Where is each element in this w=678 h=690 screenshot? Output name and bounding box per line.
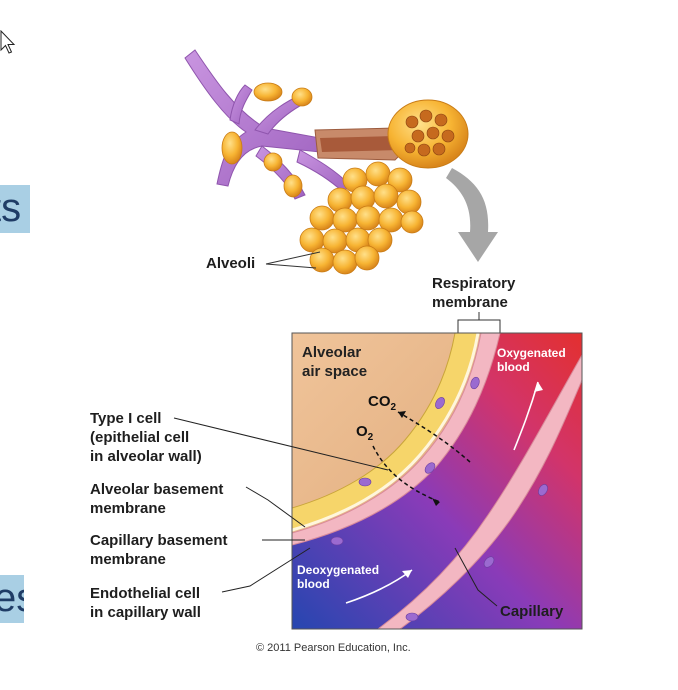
gas-exchange-arrows <box>372 411 471 503</box>
respiratory-membrane-label: Respiratory membrane <box>432 275 516 311</box>
capillary-label: Capillary <box>500 603 564 620</box>
o2-label: O2 <box>356 423 374 443</box>
oxygenated-blood-label: Oxygenated blood <box>497 346 566 374</box>
slide-text-fragment-top: ts <box>0 185 30 233</box>
respiratory-membrane-bracket <box>457 312 501 334</box>
endothelial-cell-label: Endothelial cell in capillary wall <box>90 585 201 621</box>
alveolar-basement-membrane-label: Alveolar basement membrane <box>90 481 224 517</box>
alveolar-air-space-label: Alveolar air space <box>302 344 368 380</box>
zoom-arrow-icon <box>446 168 498 262</box>
alveoli-leaders <box>265 251 321 269</box>
slide-text-fragment-bottom: es <box>0 575 24 623</box>
copyright-notice: © 2011 Pearson Education, Inc. <box>256 642 411 654</box>
label-leaders <box>173 417 498 607</box>
deoxygenated-blood-label: Deoxygenated blood <box>297 563 380 591</box>
co2-label: CO2 <box>368 393 397 413</box>
cursor-icon <box>0 30 16 54</box>
alveolar-sac-cutaway <box>387 99 469 169</box>
membrane-inset <box>292 333 582 629</box>
alveoli-label: Alveoli <box>206 255 256 272</box>
type1-cell-label: Type I cell (epithelial cell in alveolar… <box>90 410 202 465</box>
alveoli-cluster <box>299 161 424 275</box>
alveolar-buds <box>221 82 313 198</box>
capillary-basement-membrane-label: Capillary basement membrane <box>90 532 228 568</box>
